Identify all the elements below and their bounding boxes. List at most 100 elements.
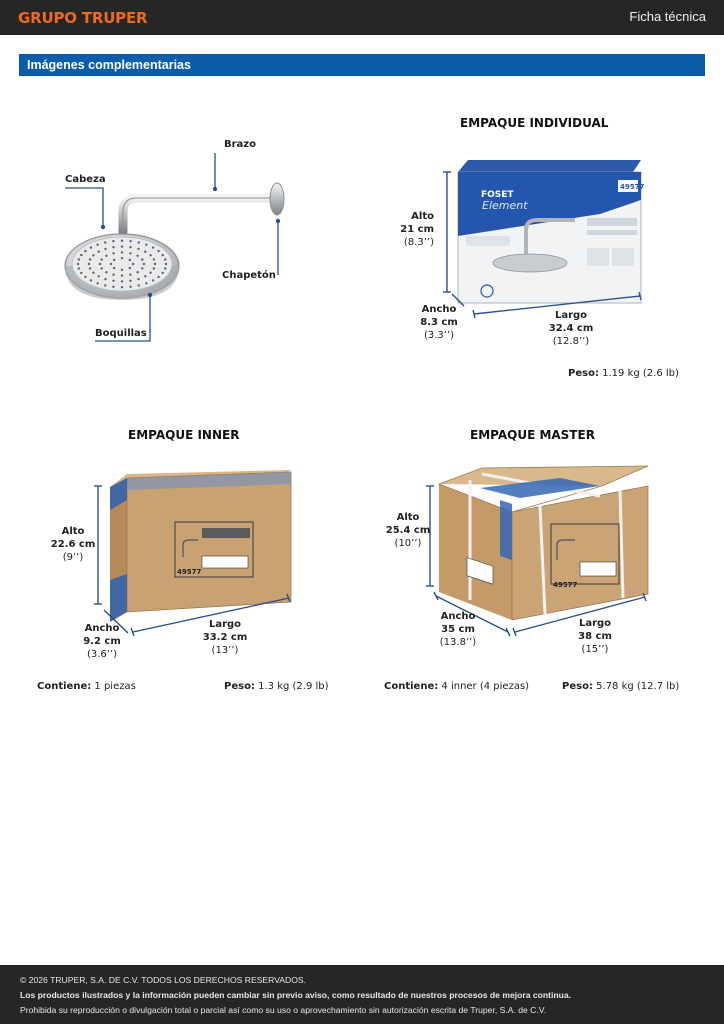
nozzle-dot [161, 253, 164, 257]
section-header: Imágenes complementarias [19, 54, 705, 76]
master-largo-in: (15’’) [581, 644, 609, 655]
nozzle-dot [100, 267, 103, 270]
nozzle-dot [87, 262, 91, 266]
nozzle-dot [97, 275, 100, 278]
master-alto-label: Alto [396, 512, 420, 523]
label-cabeza: Cabeza [65, 174, 106, 185]
footer-copyright: © 2026 TRUPER, S.A. DE C.V. TODOS LOS DE… [20, 975, 307, 985]
nozzle-dot [164, 262, 168, 266]
nozzle-dot [112, 285, 115, 288]
nozzle-dot [104, 247, 107, 251]
nozzle-dot [96, 282, 99, 285]
nozzle-dot [80, 271, 83, 275]
footer: © 2026 TRUPER, S.A. DE C.V. TODOS LOS DE… [0, 965, 724, 1024]
nozzle-dot [157, 249, 160, 253]
nozzle-dot [77, 267, 81, 270]
nozzle-dot [92, 254, 95, 257]
document-type: Ficha técnica [629, 9, 706, 24]
nozzle-dot [164, 258, 167, 261]
individual-largo-in: (12.8’’) [552, 336, 590, 347]
individual-alto-cm: 21 cm [400, 224, 434, 235]
nozzle-dot [89, 279, 93, 282]
nozzle-dot [153, 262, 157, 266]
nozzle-dot [112, 246, 115, 249]
individual-box-code: 49577 [620, 183, 645, 191]
nozzle-dot [104, 277, 107, 281]
nozzle-dot [161, 271, 164, 275]
inner-ancho-label: Ancho [84, 623, 120, 634]
nozzle-dot [104, 241, 107, 244]
top-bar: GRUPO TRUPER Ficha técnica [0, 0, 724, 35]
master-largo-cm: 38 cm [578, 631, 612, 642]
individual-box-line: Element [482, 199, 528, 212]
nozzle-dot [88, 258, 92, 261]
nozzle-dot [129, 240, 132, 243]
nozzle-dot [136, 254, 139, 257]
label-chapeton: Chapetón [222, 270, 276, 281]
nozzle-dot [76, 262, 80, 266]
nozzle-dot [77, 258, 81, 261]
heading-individual: EMPAQUE INDIVIDUAL [460, 116, 609, 130]
master-peso: Peso: 5.78 kg (12.7 lb) [562, 680, 679, 693]
nozzle-dot [104, 284, 107, 287]
master-ancho-label: Ancho [440, 611, 476, 622]
nozzle-dot [137, 247, 140, 251]
nozzle-dot [98, 262, 102, 266]
nozzle-dot [145, 243, 148, 246]
nozzle-dot [164, 267, 167, 270]
individual-alto: Alto 21 cm (8.3’’) [396, 210, 434, 249]
inner-ancho: Ancho 9.2 cm (3.6’’) [77, 622, 127, 661]
individual-alto-label: Alto [411, 211, 434, 222]
nozzle-dot [137, 241, 140, 244]
label-brazo: Brazo [224, 139, 256, 150]
inner-largo: Largo 33.2 cm (13’’) [195, 618, 255, 657]
individual-box-brand: FOSET [481, 190, 514, 200]
nozzle-dot [84, 249, 87, 253]
nozzle-dot [144, 275, 147, 278]
individual-largo-label: Largo [554, 310, 588, 321]
individual-largo-cm: 32.4 cm [548, 323, 594, 334]
nozzle-dot [141, 258, 144, 261]
nozzle-dot [152, 258, 156, 261]
footer-notice: Los productos ilustrados y la informació… [20, 990, 572, 1000]
label-boquillas: Boquillas [95, 328, 147, 339]
nozzle-dot [120, 257, 124, 260]
nozzle-dot [112, 252, 115, 255]
nozzle-dot [129, 273, 132, 276]
nozzle-dot [120, 239, 124, 242]
master-contiene: Contiene: 4 inner (4 piezas) [384, 680, 529, 693]
nozzle-dot [80, 253, 83, 257]
nozzle-dot [120, 268, 124, 271]
inner-peso: Peso: 1.3 kg (2.9 lb) [224, 680, 329, 693]
nozzle-dot [129, 246, 132, 249]
individual-alto-in: (8.3’’) [403, 237, 434, 248]
master-ancho: Ancho 35 cm (13.8’’) [432, 610, 484, 649]
nozzle-dot [129, 285, 132, 288]
master-largo: Largo 38 cm (15’’) [565, 617, 625, 656]
nozzle-dot [120, 251, 124, 254]
nozzle-dot [151, 279, 155, 282]
nozzle-dot [113, 258, 116, 262]
nozzle-dot [141, 267, 144, 270]
nozzle-dot [149, 254, 152, 257]
nozzle-dot [100, 258, 103, 261]
nozzle-dot [113, 266, 116, 270]
inner-contiene-value: 1 piezas [94, 681, 136, 692]
brand-logo: GRUPO TRUPER [18, 9, 148, 27]
inner-largo-label: Largo [208, 619, 242, 630]
nozzle-dot [112, 240, 115, 243]
master-alto-cm: 25.4 cm [385, 525, 431, 536]
master-contiene-label: Contiene: [384, 681, 439, 692]
nozzle-dot [137, 284, 140, 287]
nozzle-dot [136, 271, 139, 274]
inner-box-code: 49577 [177, 568, 202, 576]
inner-alto-in: (9’’) [62, 552, 84, 563]
nozzle-dot [96, 243, 99, 246]
nozzle-dot [128, 258, 131, 262]
nozzle-dot [149, 271, 152, 274]
inner-ancho-in: (3.6’’) [86, 649, 118, 660]
